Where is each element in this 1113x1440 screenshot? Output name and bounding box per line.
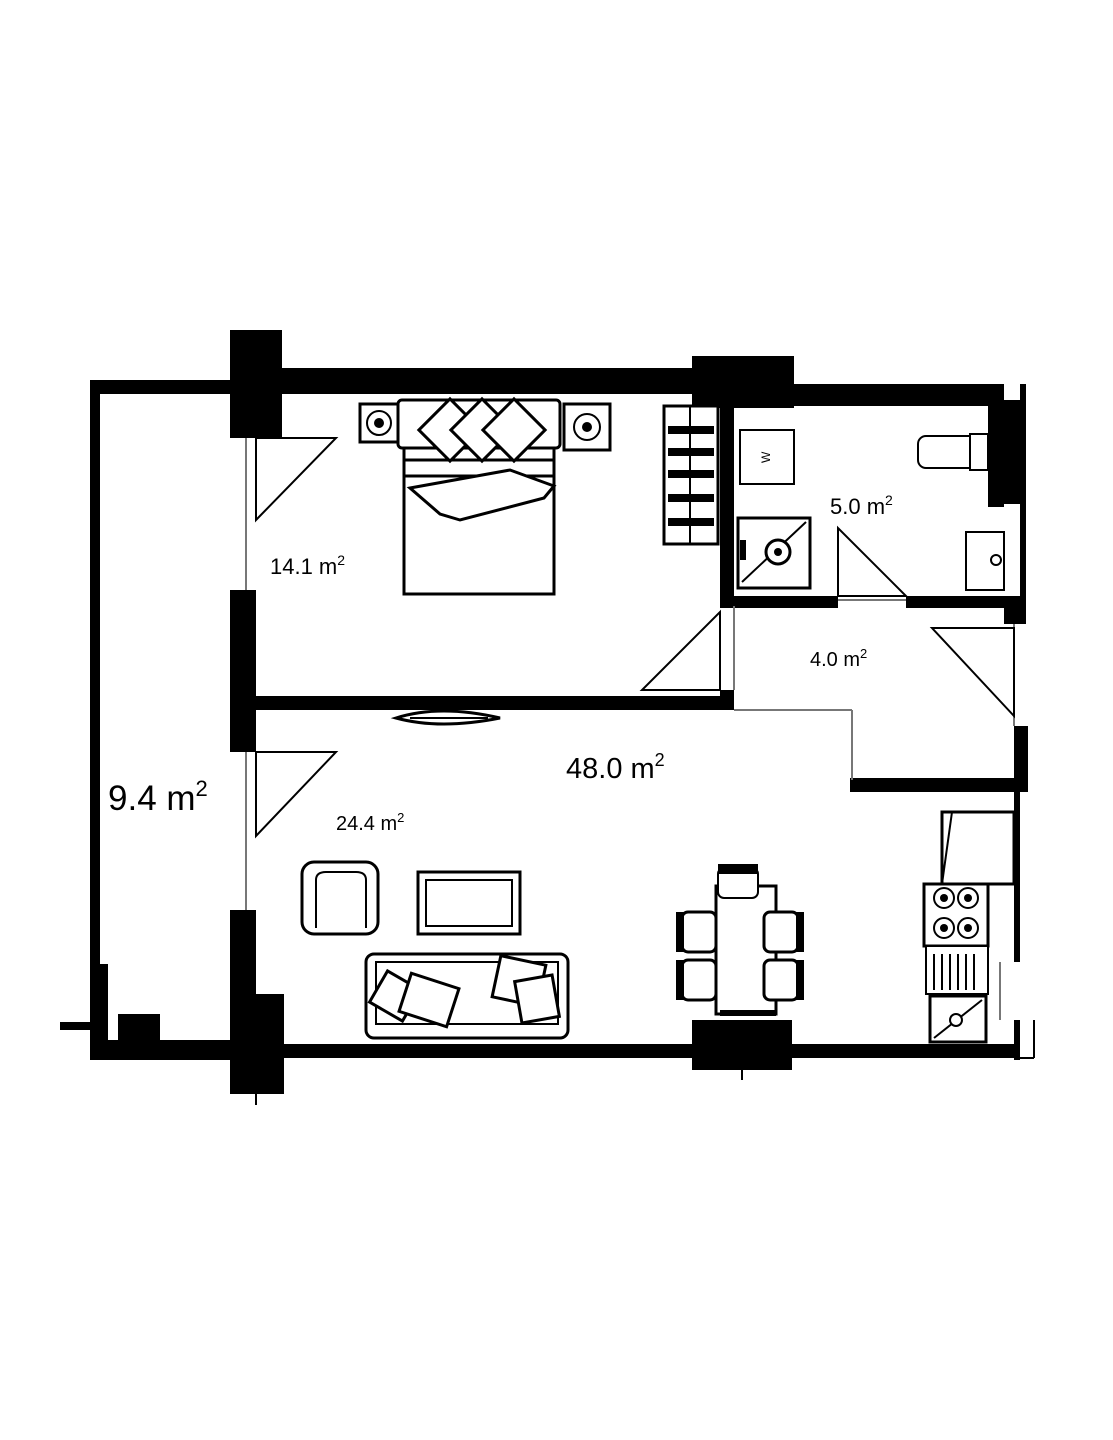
hall-area-label: 4.0 m2 xyxy=(810,646,867,671)
bed xyxy=(396,396,562,596)
living-area-label: 24.4 m2 xyxy=(336,810,404,835)
kitchen-sink-icon xyxy=(928,994,988,1044)
cushion-icon xyxy=(367,953,562,1029)
sink-icon xyxy=(965,531,1005,591)
nightstand-left xyxy=(358,402,400,444)
bedroom-area-label: 14.1 m2 xyxy=(270,552,345,579)
stove-icon xyxy=(933,887,979,939)
tv-unit xyxy=(390,709,501,726)
coffee-table xyxy=(416,870,522,936)
chair-icon xyxy=(676,910,804,1002)
bathroom-area-label: 5.0 m2 xyxy=(830,492,893,519)
total-area-label: 48.0 m2 xyxy=(566,750,665,785)
nightstand-right xyxy=(562,402,612,452)
pillow-icon xyxy=(416,396,548,464)
door-swings xyxy=(255,437,1015,839)
washer-label: W xyxy=(759,451,773,463)
kitchen-counter xyxy=(922,810,1016,1044)
toilet-icon xyxy=(917,433,989,471)
balcony-area-label: 9.4 m2 xyxy=(108,776,208,818)
armchair xyxy=(300,860,380,936)
washing-machine: W xyxy=(739,429,795,485)
dining-table xyxy=(676,864,804,1016)
walls xyxy=(60,330,1028,1094)
sofa xyxy=(364,952,570,1040)
wardrobe xyxy=(662,404,720,546)
shower-icon xyxy=(736,516,812,590)
